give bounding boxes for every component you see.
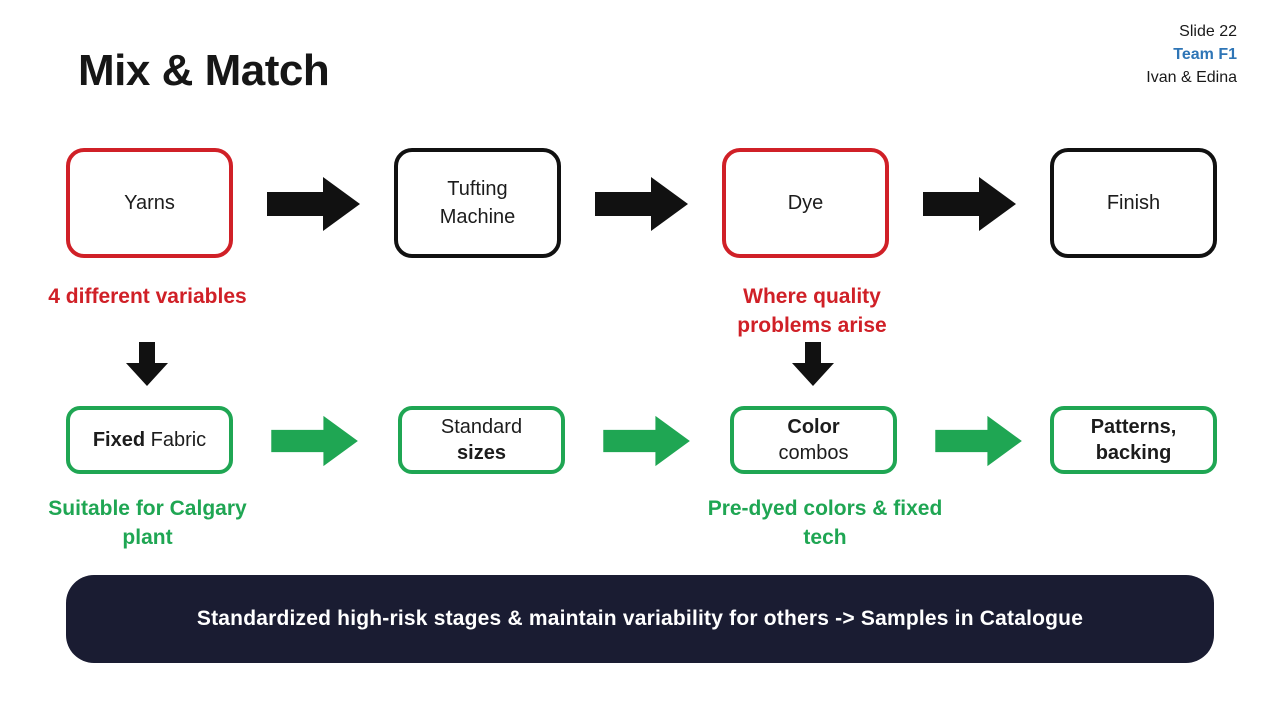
dye-annotation: Where quality problems arise: [737, 285, 887, 337]
right-arrow-icon: [603, 415, 690, 467]
slide-number: Slide 22: [1179, 23, 1237, 40]
colors-annotation: Pre-dyed colors & fixed tech: [707, 497, 943, 549]
right-arrow-icon: [923, 177, 1016, 231]
flow-box-yarns: Yarns: [66, 148, 233, 258]
right-arrow-icon: [271, 415, 358, 467]
down-arrow-icon: [792, 342, 834, 386]
page-title: Mix & Match: [78, 46, 330, 95]
authors: Ivan & Edina: [1146, 69, 1237, 86]
yarns-annotation: 4 different variables: [48, 285, 247, 308]
flow-box-finish: Finish: [1050, 148, 1217, 258]
summary-banner: Standardized high-risk stages & maintain…: [66, 575, 1214, 663]
down-arrow-icon: [126, 342, 168, 386]
flow-box-dye: Dye: [722, 148, 889, 258]
right-arrow-icon: [267, 177, 360, 231]
right-arrow-icon: [595, 177, 688, 231]
team-name: Team F1: [1173, 46, 1237, 63]
flow-box-patterns-backing: Patterns,backing: [1050, 406, 1217, 474]
flow-box-fixed-fabric: Fixed Fabric: [66, 406, 233, 474]
slide-meta: Slide 22 Team F1 Ivan & Edina: [1146, 20, 1237, 89]
fabric-annotation: Suitable for Calgary plant: [48, 497, 247, 549]
summary-banner-text: Standardized high-risk stages & maintain…: [196, 607, 1084, 630]
right-arrow-icon: [935, 415, 1022, 467]
